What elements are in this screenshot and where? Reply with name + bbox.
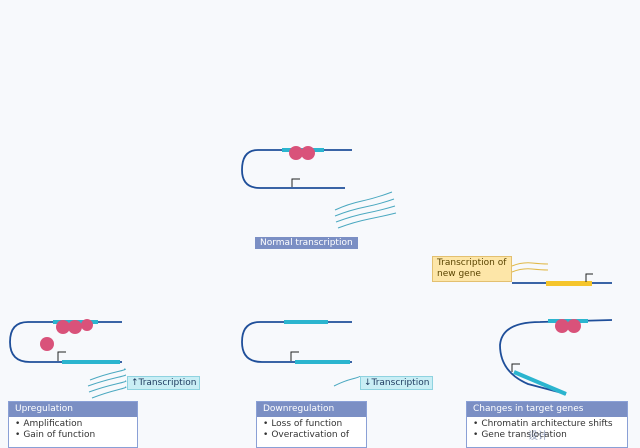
transcribed-segment bbox=[295, 360, 350, 364]
normal-transcription-diagram bbox=[241, 146, 397, 229]
protein-blob bbox=[68, 320, 82, 334]
tss-arrow bbox=[290, 351, 299, 361]
protein-blob bbox=[40, 337, 54, 351]
downregulation-title: Downregulation bbox=[257, 402, 366, 417]
normal-transcription-label: Normal transcription bbox=[255, 237, 358, 249]
upregulation-panel: Upregulation Amplification Gain of funct… bbox=[8, 401, 138, 448]
tss-arrow bbox=[291, 178, 300, 187]
protein-blob bbox=[301, 146, 315, 160]
transcript-wave bbox=[333, 375, 361, 387]
transcribed-segment bbox=[513, 370, 567, 396]
transcript-wave bbox=[337, 212, 397, 229]
transcript-wave bbox=[334, 198, 395, 217]
upregulation-title: Upregulation bbox=[9, 402, 137, 417]
transcript-wave bbox=[334, 191, 393, 211]
promoter-segment bbox=[548, 319, 588, 323]
upregulation-diagram bbox=[9, 319, 127, 399]
protein-blob bbox=[289, 146, 303, 160]
upregulation-transcription-label: ↑Transcription bbox=[127, 376, 201, 390]
new-gene-label: Transcription of new gene bbox=[432, 256, 512, 282]
tss-arrow bbox=[585, 273, 593, 282]
new-transcript-wave bbox=[511, 262, 549, 267]
protein-blob bbox=[56, 320, 70, 334]
downregulation-list: Loss of function Overactivation of bbox=[257, 419, 366, 441]
list-item: Gain of function bbox=[15, 430, 137, 441]
transcript-wave bbox=[335, 205, 396, 223]
list-item: Amplification bbox=[15, 419, 137, 430]
dna-loop bbox=[241, 321, 352, 363]
protein-blob bbox=[81, 319, 93, 331]
transcript-wave bbox=[89, 368, 126, 381]
downregulation-diagram bbox=[241, 320, 361, 387]
list-item: Overactivation of bbox=[263, 430, 366, 441]
new-transcript-wave bbox=[511, 268, 549, 273]
transcript-wave bbox=[87, 374, 126, 387]
tss-arrow bbox=[511, 363, 520, 372]
target-gene-diagram bbox=[499, 262, 613, 396]
target-genes-list: Chromatin architecture shifts Gene trans… bbox=[467, 419, 627, 441]
list-item: Chromatin architecture shifts bbox=[473, 419, 627, 430]
watermark: 设计 bbox=[528, 431, 548, 442]
downregulation-panel: Downregulation Loss of function Overacti… bbox=[256, 401, 367, 448]
dna-loop bbox=[9, 321, 122, 363]
downregulation-transcription-label: ↓Transcription bbox=[360, 376, 434, 390]
dna-loop bbox=[241, 149, 352, 189]
dna-strand-bottom bbox=[499, 319, 613, 395]
protein-blob bbox=[567, 319, 581, 333]
target-genes-title: Changes in target genes bbox=[467, 402, 627, 417]
list-item: Gene translocation bbox=[473, 430, 627, 441]
tss-arrow bbox=[57, 351, 66, 361]
new-gene-segment bbox=[546, 281, 592, 286]
transcript-wave bbox=[88, 380, 127, 393]
target-genes-panel: Changes in target genes Chromatin archit… bbox=[466, 401, 628, 448]
list-item: Loss of function bbox=[263, 419, 366, 430]
upregulation-list: Amplification Gain of function bbox=[9, 419, 137, 441]
transcribed-segment bbox=[62, 360, 120, 364]
protein-blob bbox=[555, 319, 569, 333]
transcript-wave bbox=[91, 386, 127, 399]
promoter-segment bbox=[284, 320, 328, 324]
